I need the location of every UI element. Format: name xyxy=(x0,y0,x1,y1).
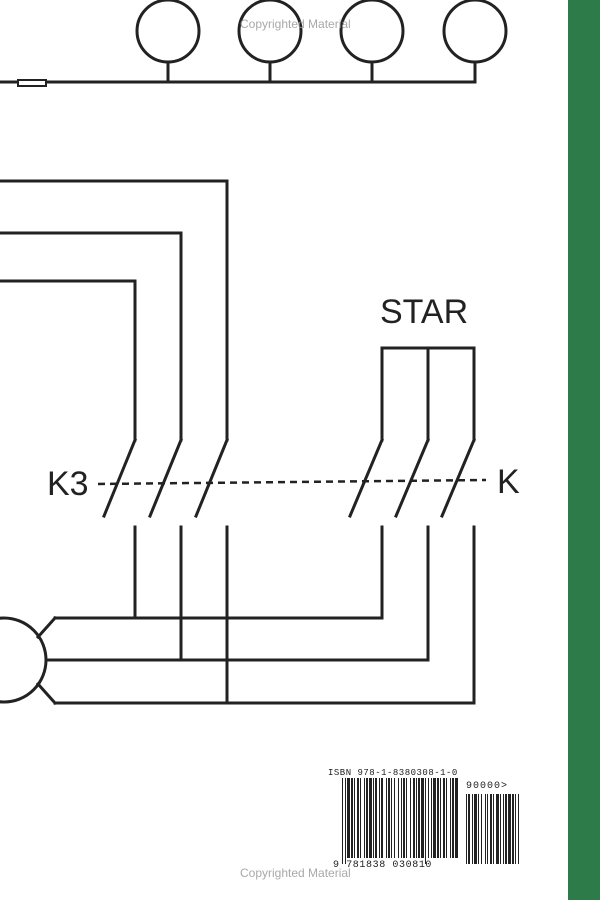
barcode-addon-bar xyxy=(496,794,499,864)
barcode-bar xyxy=(443,778,445,858)
barcode-addon-bar xyxy=(493,794,494,864)
barcode-bar xyxy=(410,778,411,858)
barcode-bar xyxy=(398,778,399,858)
barcode-bar xyxy=(403,778,405,858)
barcode-addon-bar xyxy=(487,794,488,864)
barcode-bar xyxy=(437,778,439,858)
mechanical-linkage xyxy=(97,478,487,486)
barcode-bar xyxy=(391,778,392,858)
barcode-bar xyxy=(351,778,353,858)
barcode-addon-bar xyxy=(518,794,519,864)
contact-output-wires xyxy=(43,525,476,705)
bus-terminal xyxy=(17,79,47,87)
k3-supply-wire-3 xyxy=(0,179,229,442)
barcode-bar xyxy=(433,778,436,858)
barcode-bar xyxy=(360,778,361,858)
price-code: 90000> xyxy=(466,781,509,792)
barcode-addon-bar xyxy=(481,794,482,864)
barcode-bar xyxy=(413,778,415,858)
barcode-addon-bar xyxy=(485,794,486,864)
barcode-bar xyxy=(388,778,390,858)
lamp-3 xyxy=(339,0,405,84)
barcode-bar xyxy=(418,778,420,858)
star-bridge xyxy=(380,346,476,442)
k3-label: K3 xyxy=(47,465,89,503)
barcode-bar xyxy=(381,778,383,858)
k-label: K xyxy=(497,463,520,501)
barcode-bar xyxy=(386,778,387,858)
barcode-bar xyxy=(416,778,417,858)
barcode-bar xyxy=(354,778,355,858)
barcode-bar xyxy=(455,778,458,858)
lamp-2 xyxy=(237,0,303,84)
k3-contacts xyxy=(102,438,229,518)
green-spine xyxy=(568,0,600,900)
star-contacts xyxy=(348,438,476,518)
barcode-bar xyxy=(345,778,346,864)
barcode-addon-bar xyxy=(468,794,470,864)
barcode-bar xyxy=(373,778,374,858)
motor-symbol xyxy=(0,615,58,706)
barcode-addon-bar xyxy=(503,794,504,864)
barcode-bar xyxy=(452,778,454,858)
barcode-bar xyxy=(347,778,350,858)
isbn-text: ISBN 978-1-8380308-1-0 xyxy=(328,768,458,778)
barcode-addon-bar xyxy=(474,794,477,864)
barcode-bar xyxy=(450,778,451,858)
barcode-bar xyxy=(375,778,377,858)
lamp-1 xyxy=(135,0,201,84)
k3-supply-wire-1 xyxy=(0,279,137,442)
k3-supply-wire-2 xyxy=(0,231,183,442)
barcode-addon-bar xyxy=(505,794,507,864)
barcode-addon-bar xyxy=(478,794,479,864)
barcode-bar xyxy=(446,778,447,858)
barcode-bar xyxy=(394,778,395,858)
lamp-4 xyxy=(442,0,508,84)
star-label: STAR xyxy=(380,293,469,331)
barcode-bar xyxy=(357,778,359,858)
barcode-bar xyxy=(440,778,441,858)
barcode-addon-bar xyxy=(500,794,501,864)
lamp-bus xyxy=(0,79,476,87)
barcode-bar xyxy=(428,778,429,858)
watermark-bottom: Copyrighted Material xyxy=(240,866,351,880)
barcode-bar xyxy=(431,778,432,858)
barcode-addon-bar xyxy=(466,794,467,864)
barcode-bar xyxy=(364,778,365,858)
barcode-bar xyxy=(425,778,426,864)
barcode-bar xyxy=(369,778,372,858)
barcode-bar xyxy=(406,778,407,858)
barcode-addon-bar xyxy=(508,794,511,864)
barcode-bar xyxy=(366,778,368,858)
barcode-bar xyxy=(401,778,402,858)
barcode-addon-bar xyxy=(490,794,492,864)
barcode-bar xyxy=(421,778,424,858)
barcode-bar xyxy=(342,778,343,864)
barcode-bar xyxy=(379,778,380,858)
barcode-addon-bar xyxy=(472,794,473,864)
watermark-top: Copyrighted Material xyxy=(240,17,351,31)
barcode-addon-bar xyxy=(512,794,514,864)
barcode-addon-bar xyxy=(515,794,516,864)
barcode-digits: 9 781838 030810 xyxy=(333,860,433,871)
barcode xyxy=(342,778,519,864)
